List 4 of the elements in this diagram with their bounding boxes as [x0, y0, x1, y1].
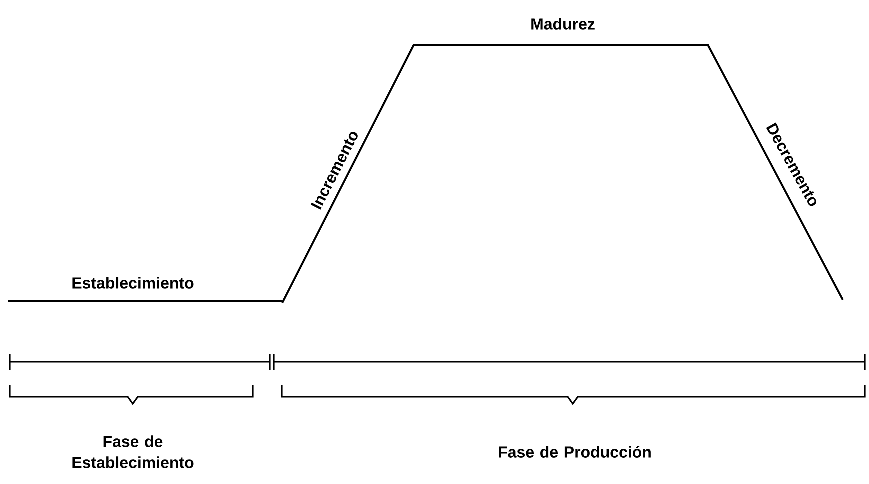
- curve-label: Establecimiento: [72, 277, 194, 289]
- phase-label: Fase de Producción: [499, 446, 651, 458]
- curve-label: Madurez: [532, 18, 595, 30]
- phase-label: Fase de Establecimiento: [72, 436, 194, 468]
